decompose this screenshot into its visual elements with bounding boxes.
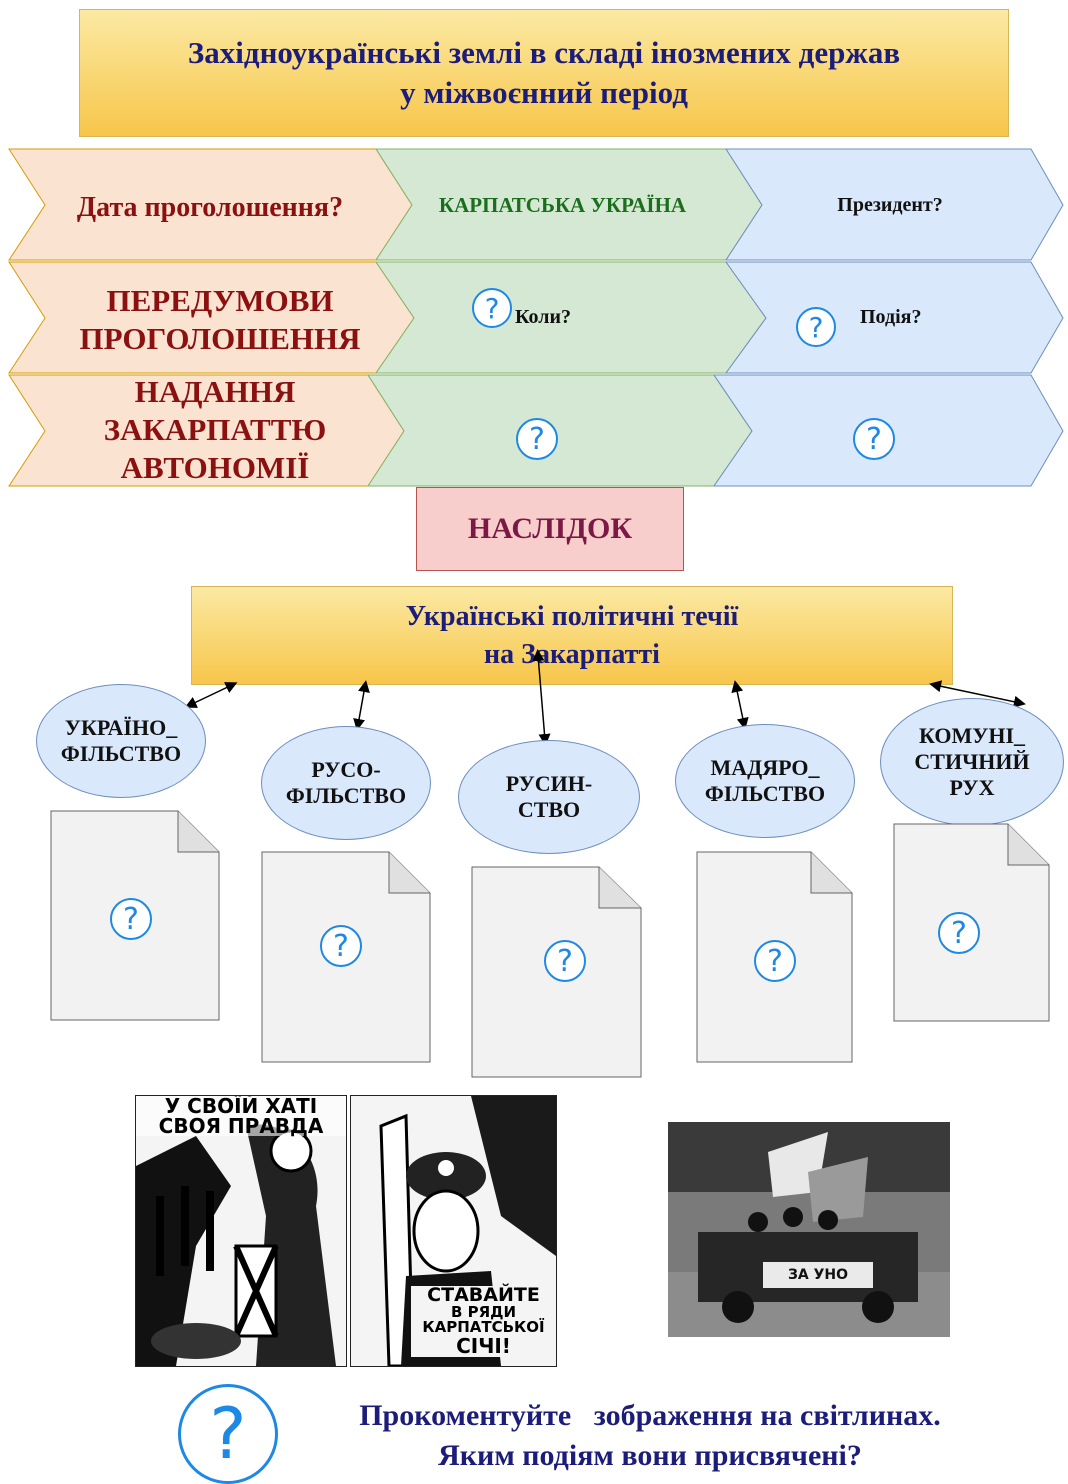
document-shapes: [50, 810, 1050, 1078]
arrow-rusyn: [532, 649, 551, 746]
doc-russophile-question-icon: ?: [320, 925, 362, 967]
row3-autonomy: НАДАННЯ ЗАКАРПАТТЮ АВТОНОМІЇ: [40, 374, 390, 485]
main-title-line1: Західноукраїнські землі в складі інозмен…: [187, 35, 901, 70]
current-communist-line2: СТИЧНИЙ: [914, 749, 1030, 774]
poster-left-caption: У СВОЇЙ ХАТІ СВОЯ ПРАВДА: [136, 1096, 346, 1136]
row3-middle-question-icon: ?: [516, 418, 558, 460]
row2-when-question-icon: ?: [472, 288, 512, 328]
row2-event-question-icon: ?: [796, 307, 836, 347]
poster-right: СТАВАЙТЕ В РЯДИ КАРПАТСЬКОЇ СІЧІ!: [350, 1095, 557, 1367]
current-ukrainophile: УКРАЇНО_ ФІЛЬСТВО: [36, 684, 206, 798]
current-magyarophile-line1: МАДЯРО_: [710, 755, 820, 780]
poster-left-art: [136, 1096, 346, 1366]
row3-right-question-icon: ?: [853, 418, 895, 460]
doc-communist-fold: [1007, 824, 1049, 866]
arrow-communist: [929, 680, 1026, 708]
arrow-russophile: [353, 680, 370, 731]
photo-demonstration-art: [668, 1122, 950, 1337]
row2-preconditions: ПЕРЕДУМОВИ ПРОГОЛОШЕННЯ: [40, 280, 400, 360]
current-communist-line1: КОМУНІ_: [918, 723, 1026, 748]
result-box: НАСЛІДОК: [416, 487, 684, 571]
doc-rusyn-question-icon: ?: [544, 940, 586, 982]
row3-autonomy-line3: АВТОНОМІЇ: [120, 450, 310, 485]
chevron-grid: [8, 148, 1064, 487]
current-ukrainophile-line2: ФІЛЬСТВО: [60, 741, 182, 766]
photo-demonstration: ЗА УНО: [668, 1122, 950, 1337]
poster-right-caption-line4: СІЧІ!: [456, 1334, 511, 1358]
doc-ukrainophile-fold: [177, 811, 219, 853]
current-ukrainophile-line1: УКРАЇНО_: [64, 715, 178, 740]
current-magyarophile: МАДЯРО_ ФІЛЬСТВО: [675, 724, 855, 838]
row3-autonomy-line1: НАДАННЯ: [134, 374, 296, 409]
current-rusyn-line2: СТВО: [517, 797, 581, 822]
political-currents-line1: Українські політичні течії: [405, 600, 739, 632]
current-russophile-line2: ФІЛЬСТВО: [285, 783, 407, 808]
row3-autonomy-line2: ЗАКАРПАТТЮ: [103, 412, 327, 447]
political-currents-box: Українські політичні течії на Закарпатті: [191, 586, 953, 685]
main-title-line2: у міжвоєнний період: [400, 75, 688, 110]
doc-magyarophile-question-icon: ?: [754, 940, 796, 982]
footer-question-icon: ?: [178, 1384, 278, 1484]
current-rusyn: РУСИН- СТВО: [458, 740, 640, 854]
footer-line1: Прокоментуйте зображення на світлинах.: [359, 1399, 941, 1432]
row2-when-label: Коли?: [515, 305, 571, 328]
poster-left-caption-line1: У СВОЇЙ ХАТІ: [164, 1095, 318, 1118]
poster-right-caption-line3: КАРПАТСЬКОЇ: [422, 1318, 545, 1336]
doc-rusyn-fold: [598, 867, 641, 909]
footer-question: Прокоментуйте зображення на світлинах. Я…: [300, 1396, 1000, 1476]
footer-line2: Яким подіям вони присвячені?: [438, 1439, 862, 1472]
photo-banner-text: ЗА УНО: [787, 1267, 849, 1283]
row2-preconditions-line2: ПРОГОЛОШЕННЯ: [79, 321, 361, 356]
current-magyarophile-line2: ФІЛЬСТВО: [704, 781, 826, 806]
main-title: Західноукраїнські землі в складі інозмен…: [79, 9, 1009, 137]
row1-right-chevron: [725, 148, 1064, 261]
arrow-magyarophile: [731, 680, 749, 730]
row1-carpatho-ukraine: КАРПАТСЬКА УКРАЇНА: [438, 192, 687, 217]
doc-communist-question-icon: ?: [938, 912, 980, 954]
poster-left-caption-line2: СВОЯ ПРАВДА: [158, 1114, 324, 1138]
arrow-ukrainophile: [184, 682, 238, 708]
poster-right-caption-line1: СТАВАЙТЕ: [427, 1284, 540, 1306]
poster-right-caption: СТАВАЙТЕ В РЯДИ КАРПАТСЬКОЇ СІЧІ!: [411, 1286, 556, 1357]
row1-president-question: Президент?: [837, 193, 943, 216]
row1-date-question: Дата проголошення?: [76, 192, 344, 223]
doc-russophile-fold: [388, 852, 430, 894]
current-communist-line3: РУХ: [949, 775, 995, 800]
current-rusyn-line1: РУСИН-: [505, 771, 593, 796]
row2-event-label: Подія?: [860, 305, 922, 328]
current-russophile-line1: РУСО-: [311, 757, 381, 782]
row2-preconditions-line1: ПЕРЕДУМОВИ: [106, 283, 334, 318]
poster-right-caption-line2: В РЯДИ: [450, 1303, 517, 1321]
political-currents-line2: на Закарпатті: [484, 638, 660, 670]
connector-arrows: [184, 649, 1026, 746]
poster-left: У СВОЇЙ ХАТІ СВОЯ ПРАВДА: [135, 1095, 347, 1367]
doc-ukrainophile-question-icon: ?: [110, 898, 152, 940]
current-russophile: РУСО- ФІЛЬСТВО: [261, 726, 431, 840]
doc-magyarophile-fold: [810, 852, 852, 894]
